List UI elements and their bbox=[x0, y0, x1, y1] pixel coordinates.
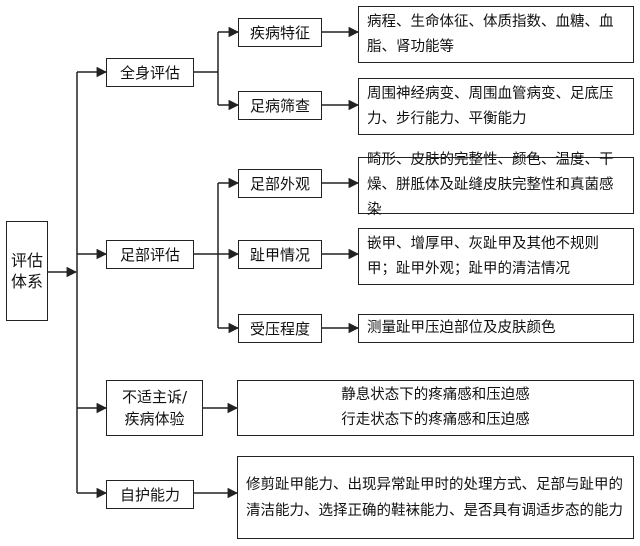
subcategory-node-5: 受压程度 bbox=[238, 314, 322, 343]
subcategory-node-1: 疾病特征 bbox=[238, 18, 322, 47]
subcategory-label: 趾甲情况 bbox=[249, 245, 310, 264]
detail-node-3: 畸形、皮肤的完整性、颜色、温度、干燥、胼胝体及趾缝皮肤完整性和真菌感染 bbox=[358, 152, 634, 218]
category-node-1: 全身评估 bbox=[106, 58, 194, 87]
subcategory-node-4: 趾甲情况 bbox=[238, 240, 322, 269]
detail-line-1: 静息状态下的疼痛感和压迫感 bbox=[341, 387, 530, 403]
detail-text: 嵌甲、增厚甲、灰趾甲及其他不规则甲；趾甲外观；趾甲的清洁情况 bbox=[367, 235, 599, 277]
category-label: 自护能力 bbox=[119, 485, 180, 504]
detail-text: 修剪趾甲能力、出现异常趾甲时的处理方式、足部与趾甲的清洁能力、选择正确的鞋袜能力… bbox=[246, 476, 623, 519]
subcategory-label: 足病筛查 bbox=[249, 96, 310, 115]
category-label: 全身评估 bbox=[119, 63, 180, 82]
category-node-4: 自护能力 bbox=[106, 480, 194, 509]
detail-node-7: 修剪趾甲能力、出现异常趾甲时的处理方式、足部与趾甲的清洁能力、选择正确的鞋袜能力… bbox=[237, 456, 634, 539]
detail-line-2: 行走状态下的疼痛感和压迫感 bbox=[341, 412, 530, 428]
subcategory-node-3: 足部外观 bbox=[238, 169, 322, 198]
subcategory-label: 足部外观 bbox=[249, 174, 310, 193]
root-label: 评估体系 bbox=[10, 251, 43, 291]
detail-text: 畸形、皮肤的完整性、颜色、温度、干燥、胼胝体及趾缝皮肤完整性和真菌感染 bbox=[367, 152, 614, 218]
category-label: 足部评估 bbox=[119, 245, 180, 264]
detail-node-4: 嵌甲、增厚甲、灰趾甲及其他不规则甲；趾甲外观；趾甲的清洁情况 bbox=[358, 228, 634, 285]
detail-node-5: 测量趾甲压迫部位及皮肤颜色 bbox=[358, 314, 634, 343]
detail-node-2: 周围神经病变、周围血管病变、足底压力、步行能力、平衡能力 bbox=[358, 78, 634, 135]
subcategory-label: 疾病特征 bbox=[249, 23, 310, 42]
subcategory-label: 受压程度 bbox=[249, 319, 310, 338]
category-node-2: 足部评估 bbox=[106, 240, 194, 269]
subcategory-node-2: 足病筛查 bbox=[238, 91, 322, 120]
detail-text: 病程、生命体征、体质指数、血糖、血脂、肾功能等 bbox=[367, 13, 614, 55]
detail-node-6: 静息状态下的疼痛感和压迫感 行走状态下的疼痛感和压迫感 bbox=[237, 380, 634, 436]
detail-node-1: 病程、生命体征、体质指数、血糖、血脂、肾功能等 bbox=[358, 6, 634, 63]
category-node-3: 不适主诉/ 疾病体验 bbox=[106, 380, 203, 436]
detail-text: 周围神经病变、周围血管病变、足底压力、步行能力、平衡能力 bbox=[367, 85, 614, 127]
category-label: 不适主诉/ 疾病体验 bbox=[121, 388, 188, 428]
detail-text: 测量趾甲压迫部位及皮肤颜色 bbox=[367, 320, 556, 336]
root-node: 评估体系 bbox=[6, 221, 48, 321]
